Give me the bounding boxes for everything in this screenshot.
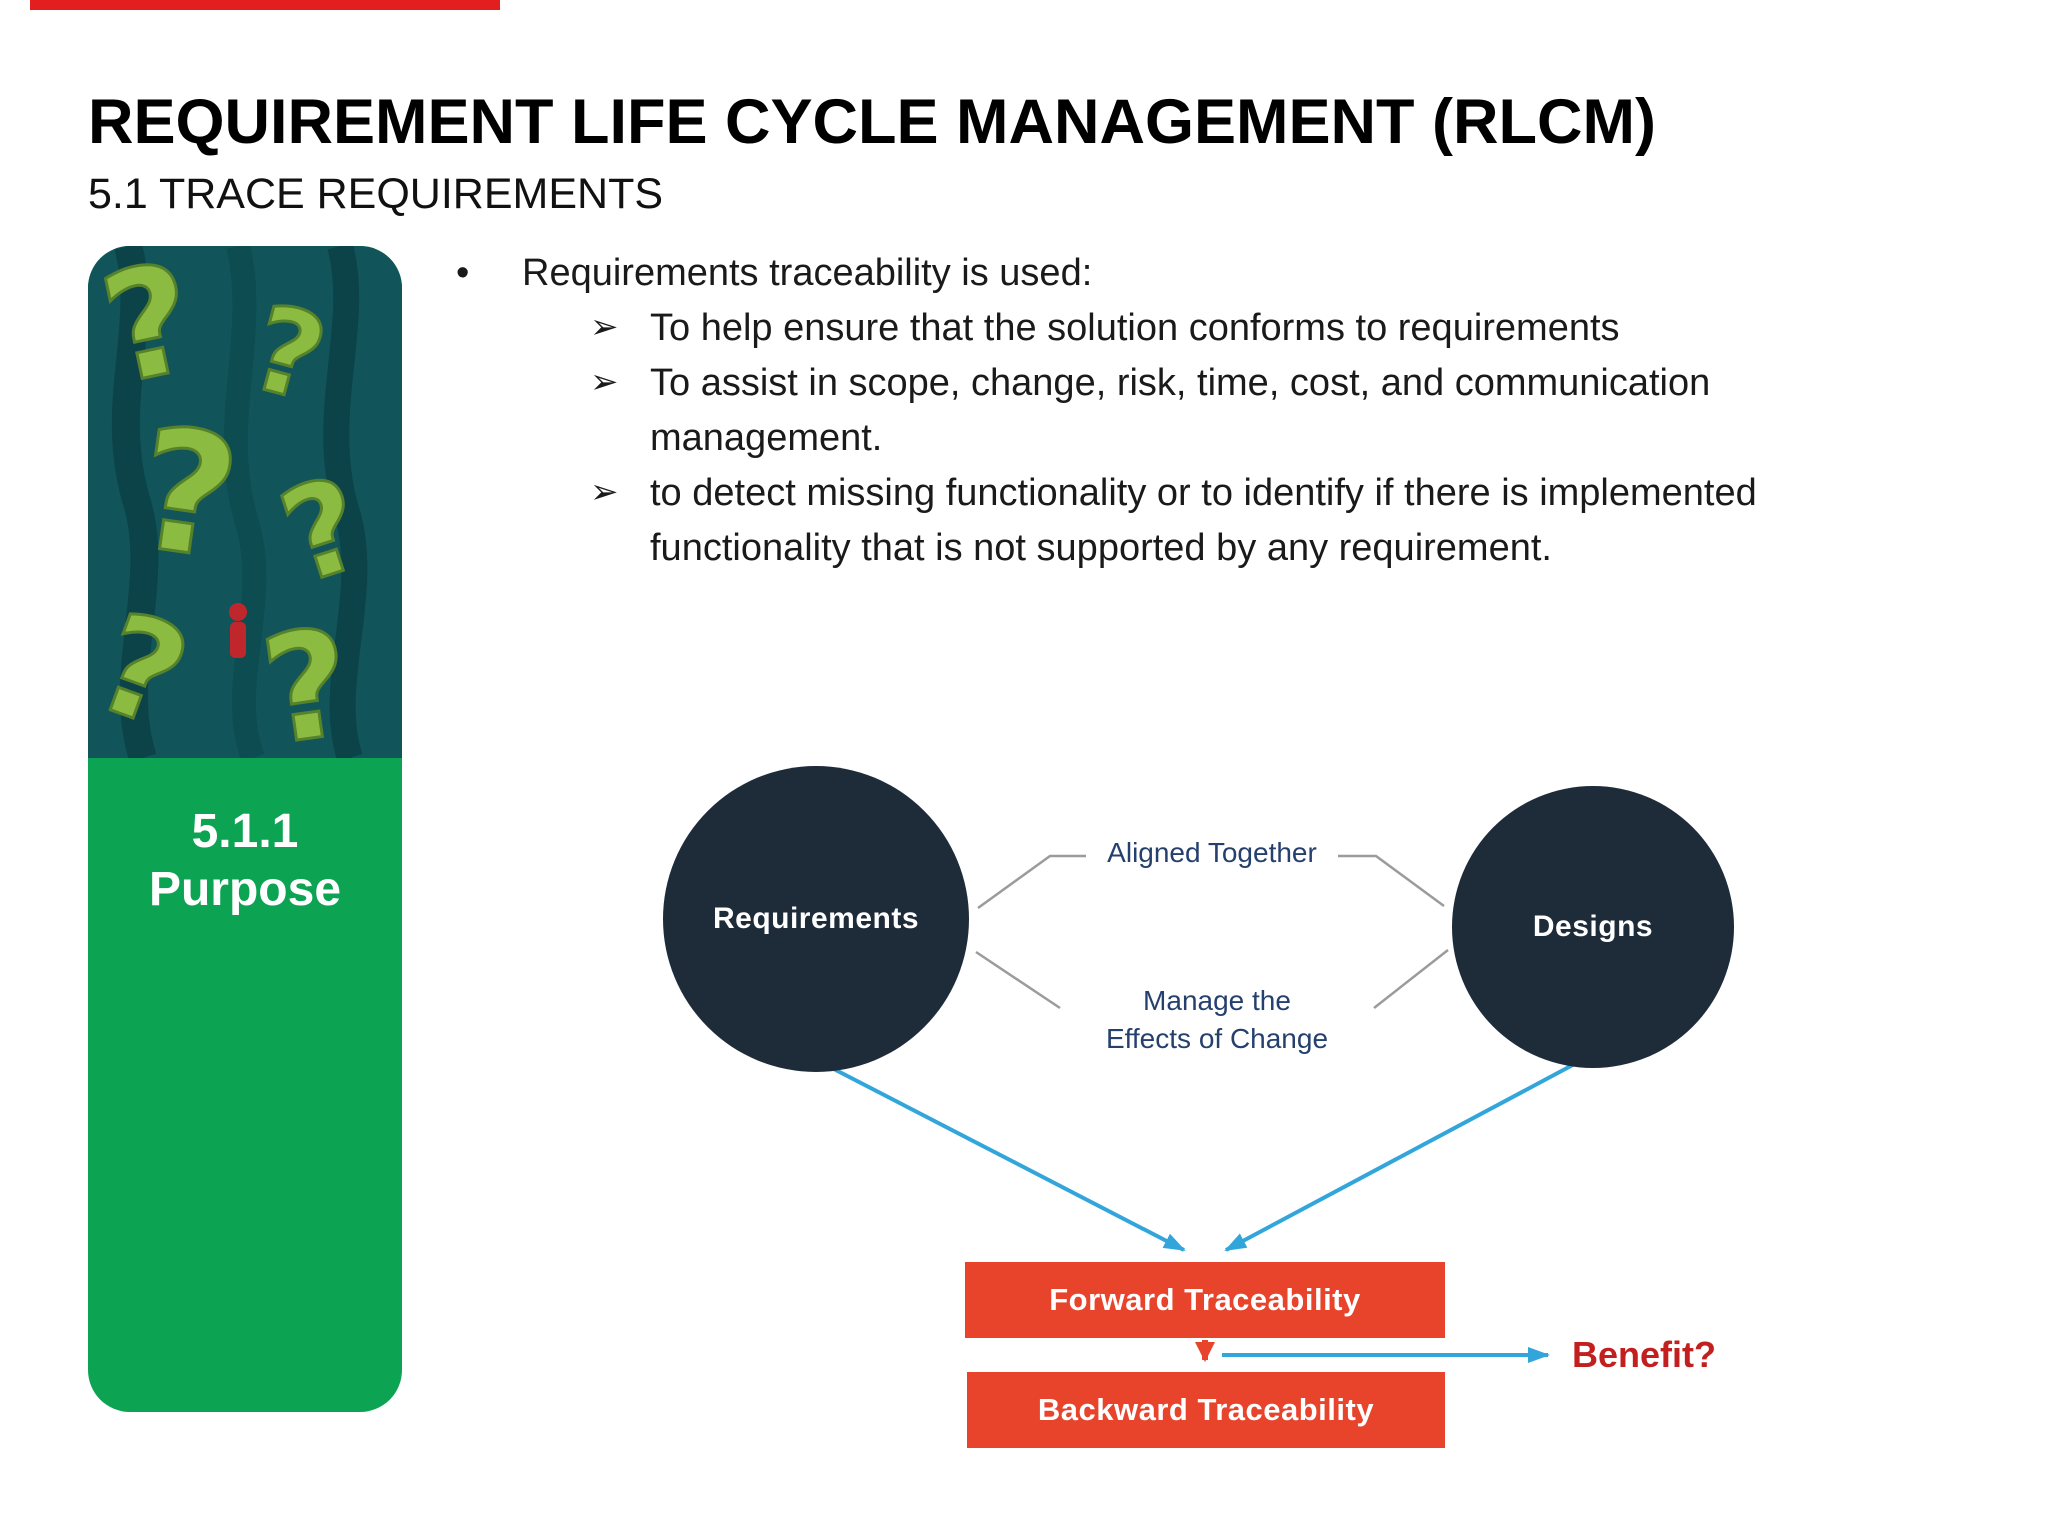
sub-bullet-list: ➢ To help ensure that the solution confo…	[590, 301, 1950, 576]
sub-bullet-3: ➢ to detect missing functionality or to …	[590, 466, 1950, 576]
section-number: 5.1.1	[191, 805, 299, 858]
forward-traceability-box: Forward Traceability	[965, 1262, 1445, 1338]
arrow-bullet-marker: ➢	[590, 363, 619, 402]
svg-text:?: ?	[253, 596, 362, 758]
cyan-arrow-left	[827, 1064, 1186, 1252]
designs-node: Designs	[1452, 786, 1734, 1068]
link-top-right	[1338, 854, 1445, 908]
bullet-list: • Requirements traceability is used: ➢ T…	[440, 246, 1950, 577]
cyan-arrow-right	[1224, 1058, 1583, 1252]
slide-subtitle: 5.1 TRACE REQUIREMENTS	[88, 170, 664, 218]
requirements-node: Requirements	[663, 766, 969, 1072]
slide-title: REQUIREMENT LIFE CYCLE MANAGEMENT (RLCM)	[88, 87, 1656, 157]
purpose-panel: ? ? ? ? ? ? 5.1.1 Purpose	[88, 246, 402, 1412]
question-maze-image: ? ? ? ? ? ?	[88, 246, 402, 758]
panel-caption: 5.1.1 Purpose	[88, 804, 402, 922]
backward-traceability-box: Backward Traceability	[967, 1372, 1445, 1448]
benefit-label: Benefit?	[1572, 1334, 1716, 1375]
arrow-bullet-marker: ➢	[590, 473, 619, 512]
sub-bullet-text: to detect missing functionality or to id…	[650, 472, 1757, 570]
main-bullet: • Requirements traceability is used:	[440, 246, 1950, 301]
bullet-dot-marker: •	[456, 252, 470, 294]
aligned-together-label: Aligned Together	[1107, 837, 1317, 868]
section-label: Purpose	[148, 863, 342, 917]
link-bottom-right	[1373, 949, 1449, 1009]
link-bottom-left	[975, 950, 1061, 1010]
designs-node-label: Designs	[1532, 910, 1654, 943]
top-accent-bar	[30, 0, 500, 10]
main-bullet-text: Requirements traceability is used:	[522, 252, 1093, 294]
manage-effects-label: Manage the Effects of Change	[1105, 985, 1329, 1054]
sub-bullet-1: ➢ To help ensure that the solution confo…	[590, 301, 1950, 356]
requirements-node-label: Requirements	[712, 902, 920, 935]
sub-bullet-text: To help ensure that the solution conform…	[650, 307, 1620, 350]
arrow-bullet-marker: ➢	[590, 308, 619, 347]
link-top-left	[977, 854, 1086, 910]
sub-bullet-text: To assist in scope, change, risk, time, …	[650, 362, 1711, 460]
sub-bullet-2: ➢ To assist in scope, change, risk, time…	[590, 356, 1950, 466]
